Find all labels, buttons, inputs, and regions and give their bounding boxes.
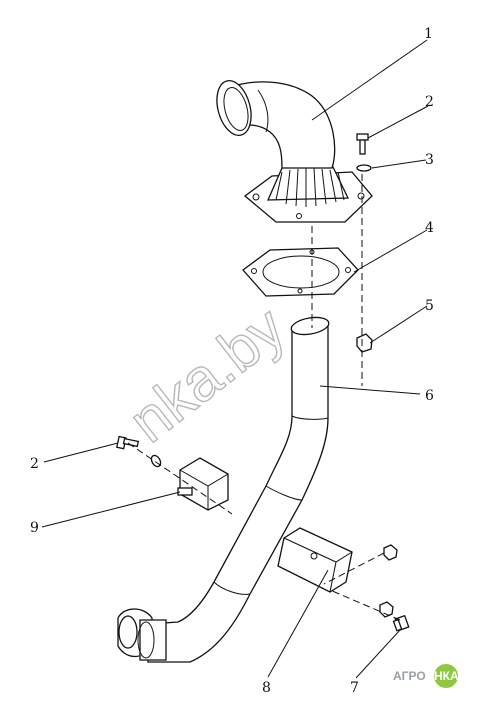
leader-2-top — [367, 105, 429, 139]
leader-7 — [355, 629, 401, 679]
leader-3 — [371, 159, 427, 169]
logo-text-agro: АГРО — [393, 669, 426, 683]
watermark: nka.by — [117, 294, 298, 456]
axis-clamp-top — [323, 552, 385, 585]
leader-5 — [369, 305, 428, 344]
logo-badge — [434, 664, 458, 688]
callout-3: 3 — [425, 152, 434, 168]
leader-1 — [311, 39, 428, 121]
callout-4: 4 — [425, 220, 434, 236]
callout-7: 7 — [350, 680, 359, 696]
callout-9: 9 — [30, 520, 39, 536]
callout-6: 6 — [425, 388, 434, 404]
leader-2-left — [43, 442, 119, 463]
leader-9 — [41, 491, 181, 528]
exhaust-pipe — [117, 316, 330, 663]
leader-6 — [319, 385, 421, 395]
callout-1: 1 — [424, 26, 433, 42]
lock-washer — [356, 164, 372, 172]
logo-text-nka: НКА — [434, 669, 459, 683]
bracket-9 — [177, 457, 229, 511]
leader-4 — [353, 229, 428, 273]
callout-5: 5 — [425, 298, 434, 314]
callout-2-top: 2 — [425, 94, 434, 110]
bolt-top — [356, 133, 369, 155]
gasket — [242, 247, 359, 297]
nut-clamp-top — [383, 544, 398, 561]
clamp-plate — [277, 527, 353, 593]
nut-flange — [356, 333, 373, 353]
callout-2-left: 2 — [30, 456, 39, 472]
bolt-left — [116, 435, 140, 450]
leader-8 — [267, 569, 329, 678]
axis-bracket-9 — [127, 442, 233, 515]
axis-clamp-bottom — [329, 589, 401, 621]
agronka-logo: АГРО НКА — [393, 664, 459, 688]
washer-left — [150, 454, 162, 468]
exhaust-elbow — [216, 79, 373, 223]
callout-8: 8 — [262, 680, 271, 696]
nut-clamp-bottom — [379, 601, 394, 618]
bolt-bottom — [392, 614, 410, 632]
